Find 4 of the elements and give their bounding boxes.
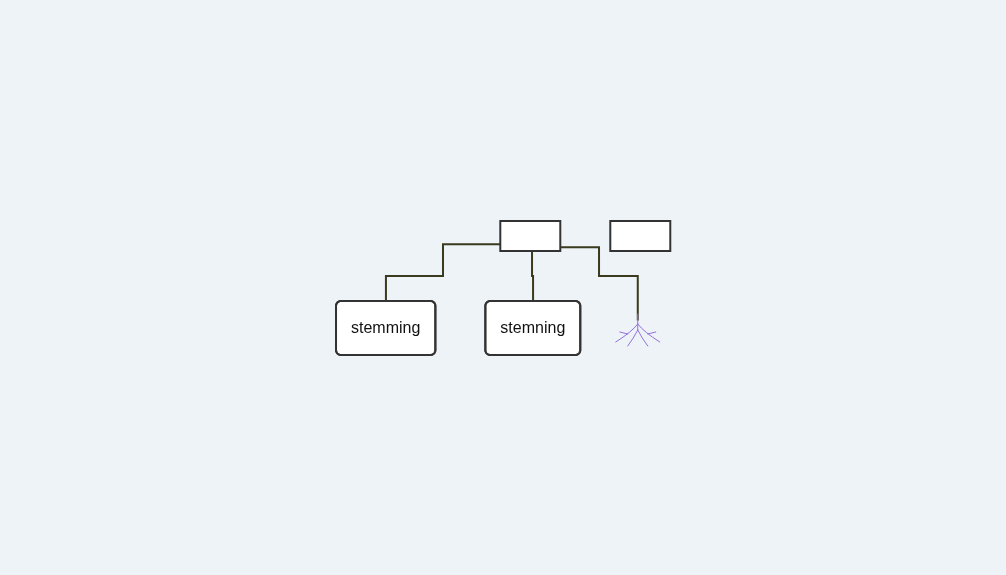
node-box — [499, 219, 562, 252]
connector — [530, 249, 535, 302]
node-box — [609, 219, 672, 252]
node-picture — [615, 313, 661, 346]
